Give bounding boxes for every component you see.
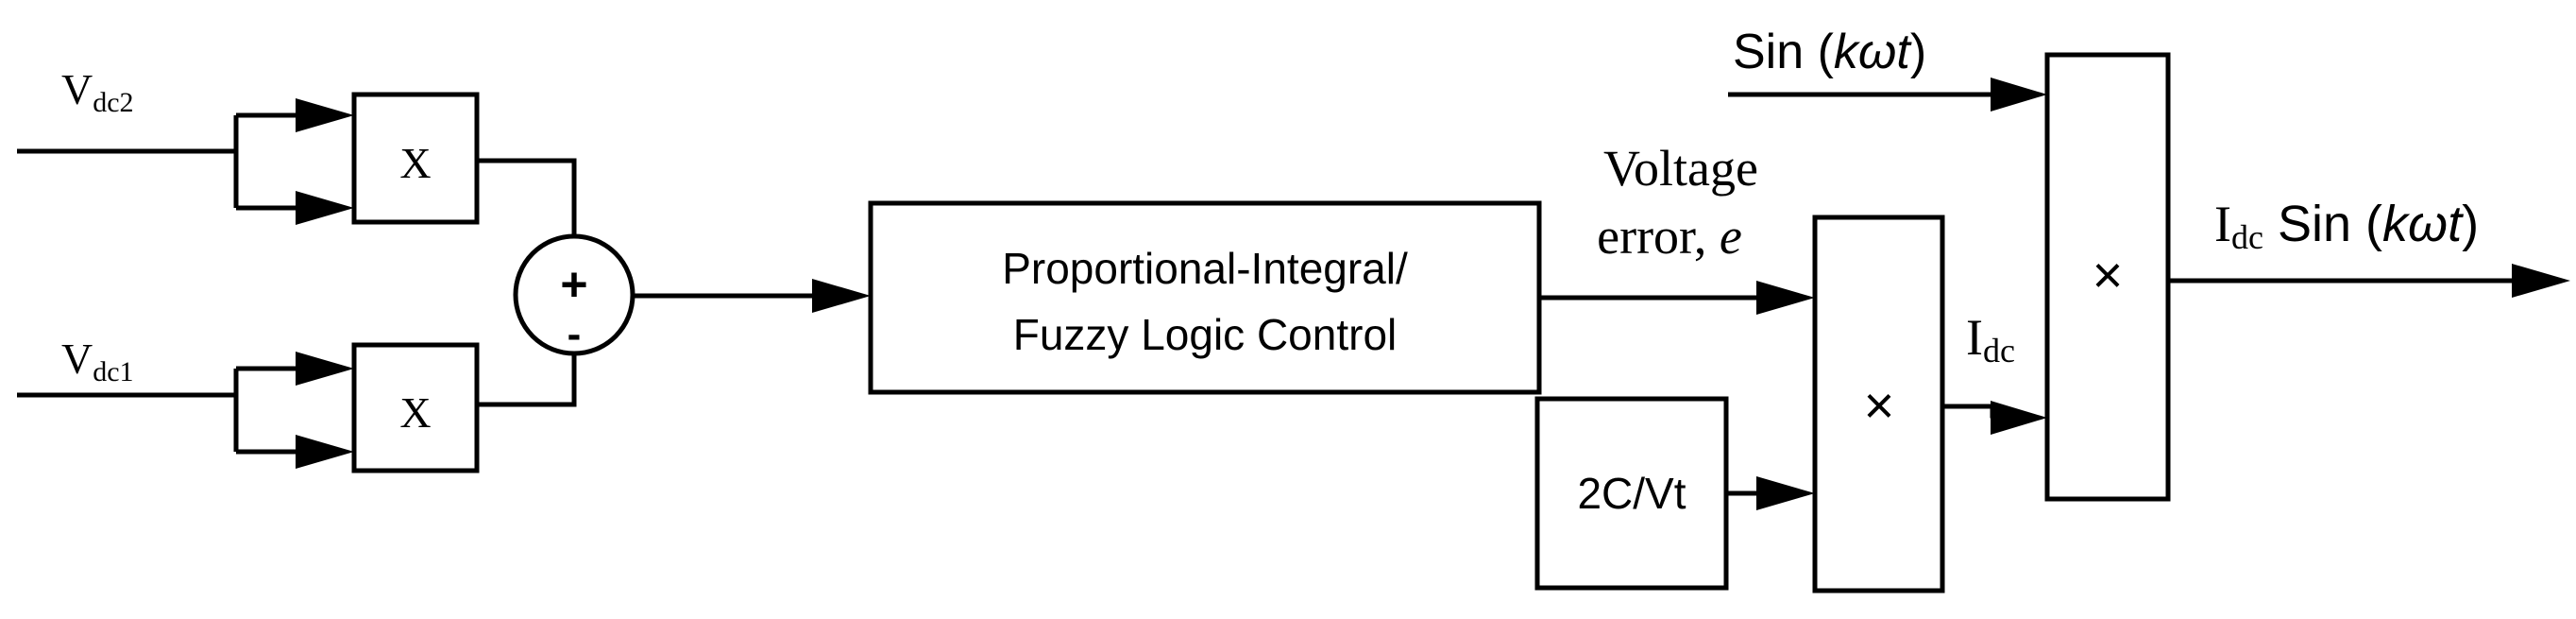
voltage-error-signal: Voltage error, e [1539,140,1815,315]
sin-input: Sin (kωt) [1728,25,2047,112]
multiplier-bottom-symbol: X [399,388,431,437]
multiplier-bottom-block: X [351,342,480,473]
sum-plus-sign: + [560,258,587,311]
idc-arrow [1991,401,2047,435]
summing-junction: + - [513,233,636,357]
idc-signal: Idc [1942,309,2047,435]
vdc1-arrow-upper [296,352,354,386]
output-label: Idc Sin (kωt) [2214,196,2479,256]
controller-box [868,200,1542,395]
controller-label-line1: Proportional-Integral/ [1002,244,1408,293]
vdc1-input: Vdc1 [17,335,354,469]
sum-minus-sign: - [568,311,582,357]
multiplier-top-box [351,92,480,225]
output-arrow [2512,264,2570,298]
output-multiplier-box [2044,52,2171,502]
controller-block: Proportional-Integral/ Fuzzy Logic Contr… [868,200,1542,395]
output-multiplier-block: × [2044,52,2171,502]
bottom-mult-to-sum-wire [477,354,577,407]
vdc1-label: Vdc1 [61,335,134,387]
gain-box [1534,396,1729,591]
vdc2-arrow-lower [296,191,354,225]
sin-input-label: Sin (kωt) [1733,25,1926,79]
idc-wire [1942,404,1995,419]
vdc2-arrow-upper [296,98,354,132]
gain-label: 2C/Vt [1577,469,1686,518]
voltage-error-label-line1: Voltage [1603,140,1758,197]
multiplier-top-symbol: X [399,139,431,187]
idc-multiplier-symbol: × [1864,375,1895,435]
gain-to-mult-arrow [1756,476,1815,510]
output-signal: Idc Sin (kωt) [2168,196,2570,298]
output-multiplier-symbol: × [2093,245,2124,304]
multiplier-top-block: X [351,92,480,225]
idc-label: Idc [1966,309,2015,370]
multiplier-bottom-box [351,342,480,473]
top-mult-to-sum-wire [477,158,577,236]
controller-label-line2: Fuzzy Logic Control [1013,310,1398,359]
sum-to-controller-arrow [812,279,871,313]
vdc1-arrow-lower [296,435,354,469]
vdc2-input: Vdc2 [17,65,354,225]
controller-to-mult-arrow [1756,281,1815,315]
voltage-error-label-line2: error, e [1597,208,1742,265]
vdc2-label: Vdc2 [61,65,134,118]
gain-block: 2C/Vt [1534,396,1729,591]
sin-input-arrow [1991,77,2047,112]
idc-multiplier-block: × [1812,215,1945,593]
